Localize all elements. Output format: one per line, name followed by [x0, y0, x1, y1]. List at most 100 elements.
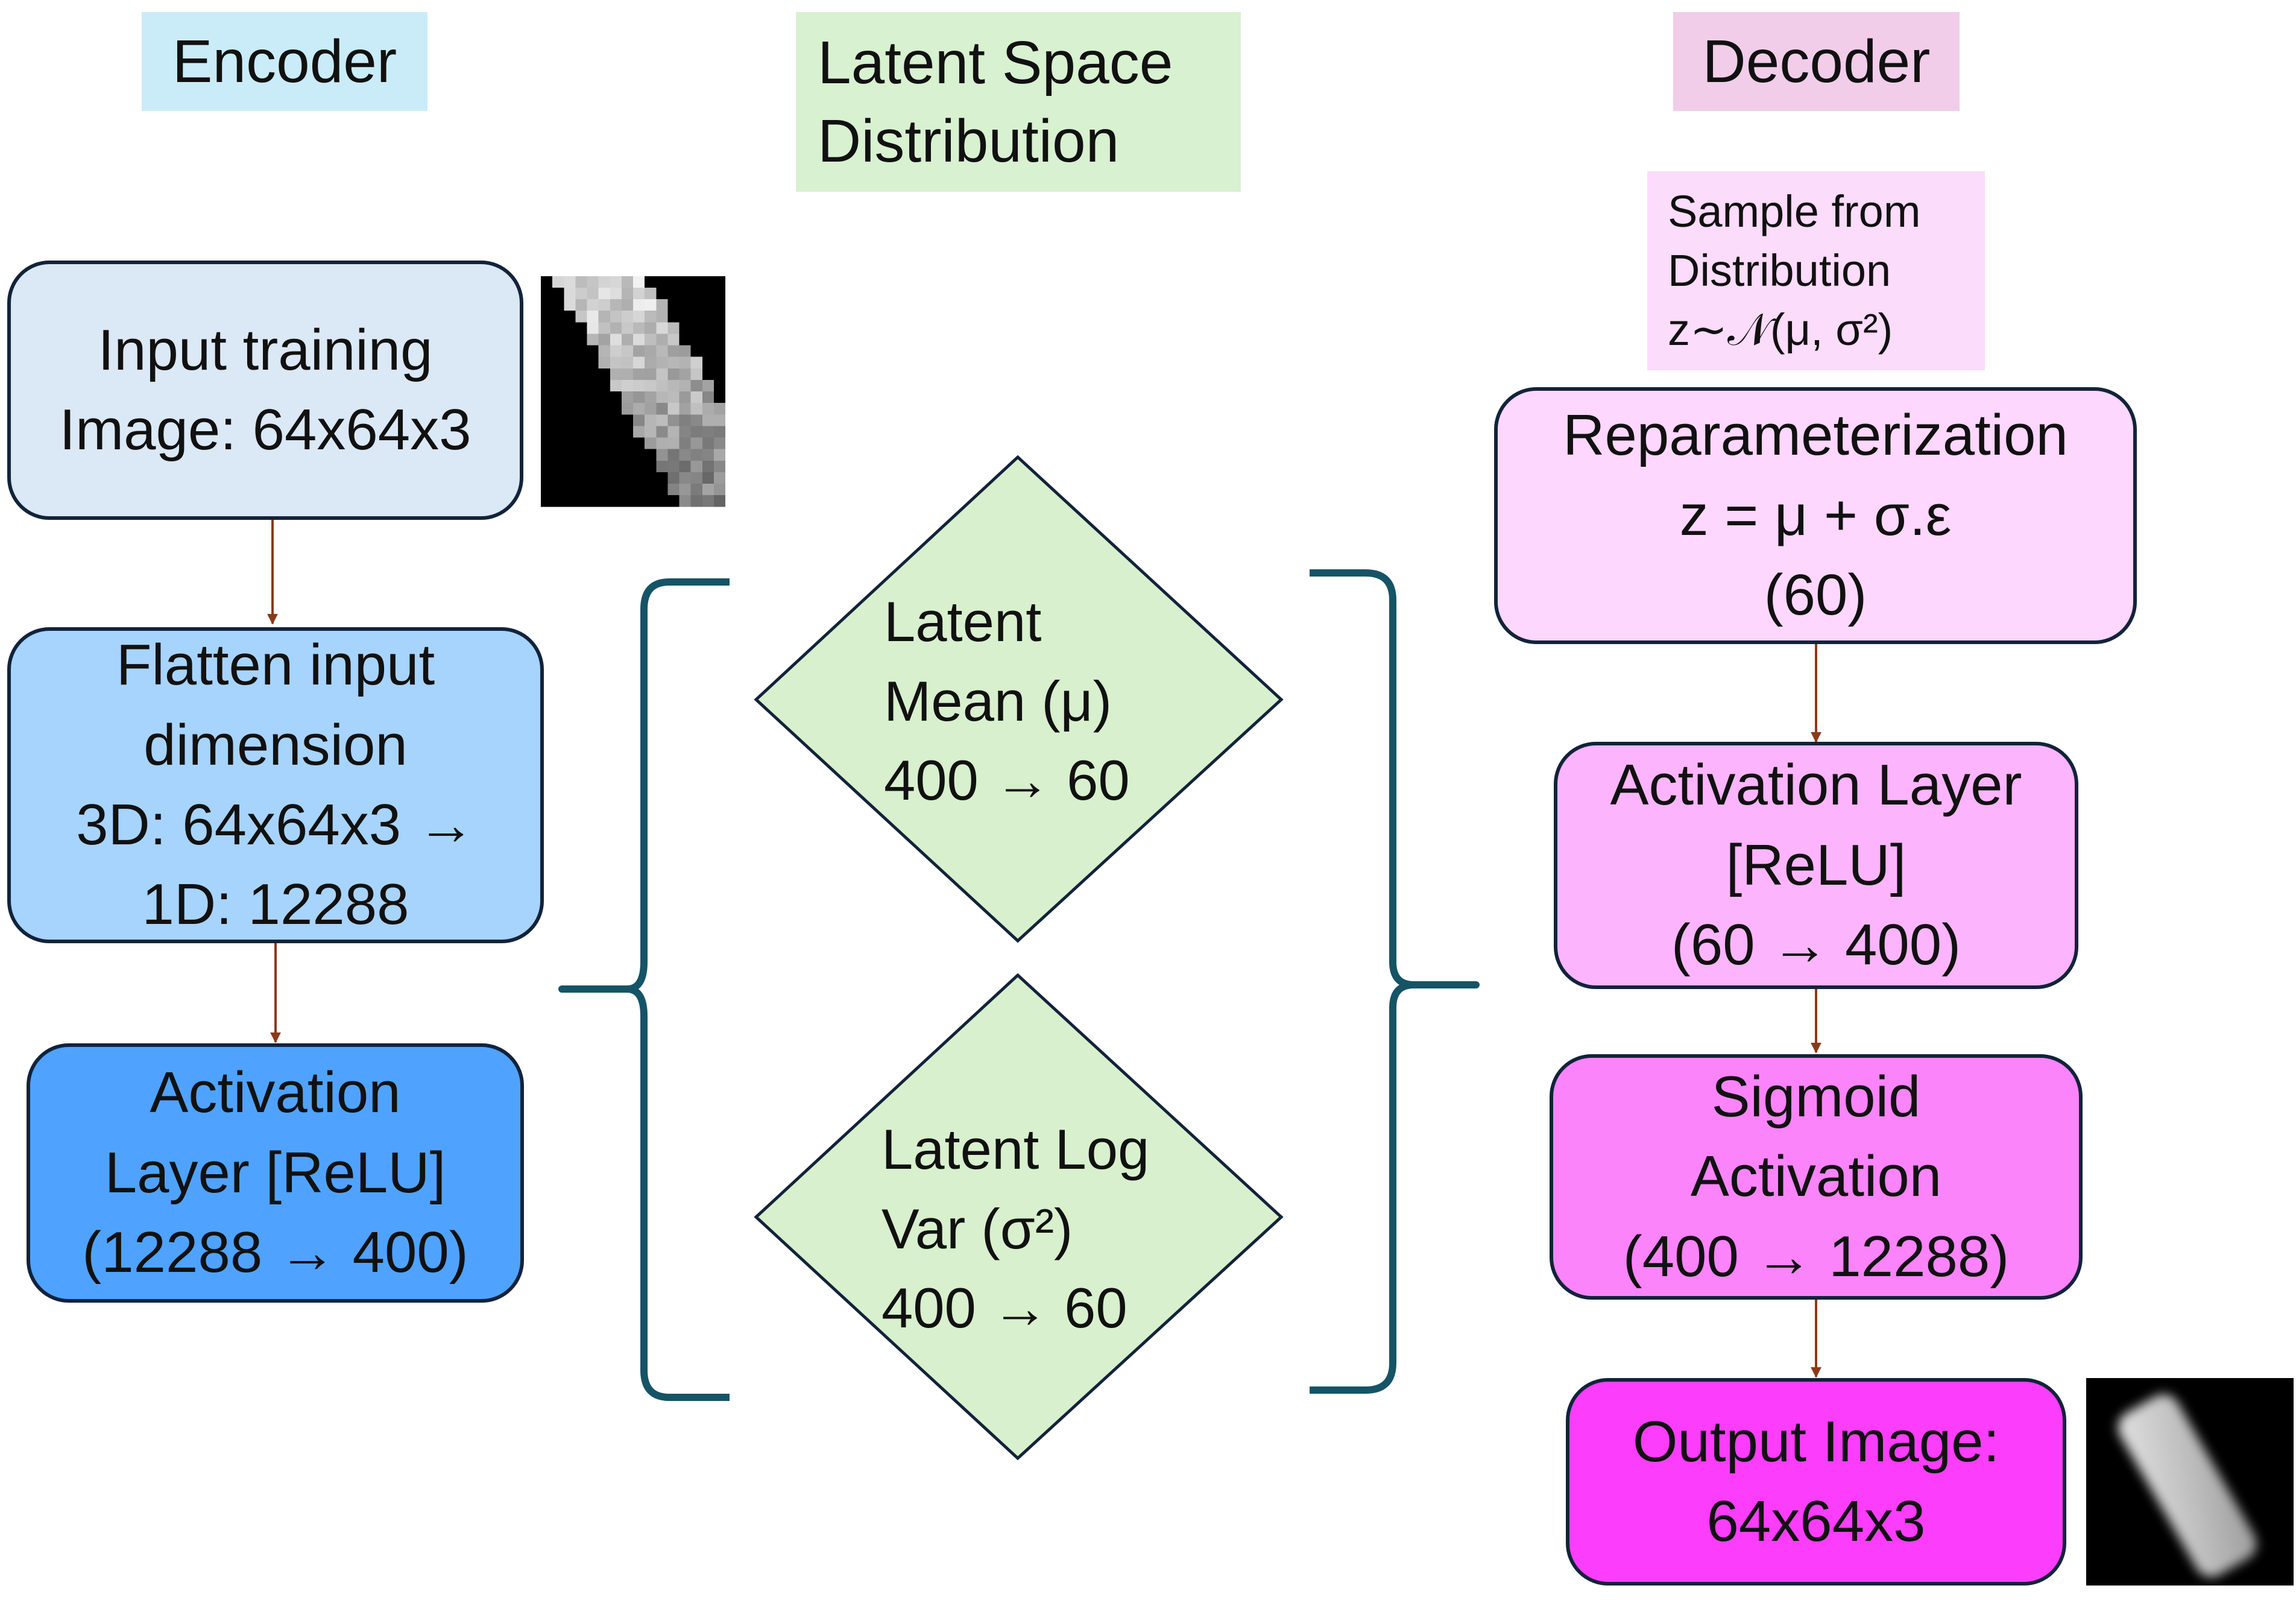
input-pixel [610, 311, 622, 323]
input-pixel [621, 379, 633, 391]
input-pixel [667, 345, 680, 357]
input-pixel [679, 449, 691, 461]
decoder-header-text: Decoder [1702, 28, 1931, 95]
input-pixel [656, 449, 668, 461]
input-pixel [610, 276, 622, 288]
input-pixel [610, 356, 622, 368]
latent-header-line-1: Latent Space [818, 29, 1173, 96]
input-pixel [667, 403, 680, 415]
input-pixel [690, 460, 702, 472]
input-pixel [645, 334, 657, 346]
input-pixel [702, 472, 714, 484]
input-pixel [564, 299, 576, 311]
input-pixel [679, 345, 691, 357]
input-pixel [713, 484, 725, 496]
latent-logvar-diamond [754, 973, 1284, 1461]
input-pixel [690, 403, 702, 415]
input-pixel [645, 403, 657, 415]
input-pixel [610, 368, 622, 380]
sample-line-1: Sample from [1668, 186, 1921, 237]
reparam-line-1: Reparameterization [1563, 403, 2068, 468]
input-pixel [621, 368, 633, 380]
logvar-line-1: Latent Log [882, 1118, 1150, 1181]
input-pixel [645, 414, 657, 426]
input-pixel [610, 287, 622, 299]
input-pixel [633, 311, 645, 323]
input-pixel [667, 484, 680, 496]
input-pixel [575, 287, 587, 299]
decoder-activation-box: Activation Layer [ReLU] (60 → 400) [1554, 742, 2078, 989]
input-pixel [621, 276, 633, 288]
input-pixel [633, 391, 645, 403]
input-pixel [690, 472, 702, 484]
input-pixel [598, 287, 610, 299]
input-pixel [667, 426, 680, 438]
logvar-line-3: 400 → 60 [882, 1276, 1128, 1340]
input-pixel [633, 426, 645, 438]
input-pixel [656, 368, 668, 380]
input-pixel [598, 322, 610, 334]
encoder-header: Encoder [142, 12, 427, 111]
input-pixel [645, 322, 657, 334]
latent-logvar-label: Latent Log Var (σ²) 400 → 60 [882, 1110, 1219, 1348]
input-pixel [621, 322, 633, 334]
input-pixel [552, 276, 564, 288]
input-pixel [702, 460, 714, 472]
input-pixel [645, 311, 657, 323]
input-pixel [633, 356, 645, 368]
latent-mean-diamond [754, 455, 1284, 943]
input-pixel [645, 345, 657, 357]
input-pixel [633, 345, 645, 357]
input-pixel [587, 334, 599, 346]
input-pixel [679, 460, 691, 472]
input-pixel [656, 437, 668, 449]
encoder-header-text: Encoder [172, 28, 397, 95]
enc-activation-line-1: Activation [150, 1060, 401, 1125]
sigmoid-line-3: (400 → 12288) [1623, 1224, 2010, 1289]
input-pixel [679, 368, 691, 380]
input-pixel [598, 334, 610, 346]
input-pixel [713, 449, 725, 461]
input-pixel [667, 449, 680, 461]
reparam-line-2: z = μ + σ.ε [1679, 482, 1952, 548]
input-pixel [656, 345, 668, 357]
input-pixel [587, 311, 599, 323]
input-pixel [645, 391, 657, 403]
flatten-box-line-1: Flatten input [116, 633, 435, 698]
output-image-box: Output Image: 64x64x3 [1566, 1378, 2066, 1586]
flatten-box: Flatten input dimension 3D: 64x64x3 → 1D… [7, 627, 544, 943]
right-curly-brace [1310, 569, 1480, 1394]
output-line-1: Output Image: [1632, 1409, 2000, 1474]
input-pixel [702, 414, 714, 426]
input-pixel [610, 334, 622, 346]
input-pixel [598, 356, 610, 368]
latent-header-line-2: Distribution [818, 107, 1120, 175]
decoder-header: Decoder [1673, 12, 1960, 111]
input-pixel [633, 322, 645, 334]
input-pixel [690, 449, 702, 461]
latent-mean-label: Latent Mean (μ) 400 → 60 [884, 582, 1197, 820]
sample-from-distribution-note: Sample from Distribution z∼𝒩(μ, σ²) [1647, 171, 1985, 370]
input-pixel [598, 276, 610, 288]
input-pixel [610, 345, 622, 357]
input-box-line-2: Image: 64x64x3 [59, 397, 472, 462]
input-pixel [679, 391, 691, 403]
input-pixel [702, 403, 714, 415]
input-pixel [645, 299, 657, 311]
input-pixel [587, 299, 599, 311]
input-pixel [713, 437, 725, 449]
input-pixel [713, 426, 725, 438]
input-pixel [713, 472, 725, 484]
reparam-line-3: (60) [1764, 563, 1867, 628]
input-pixel [690, 391, 702, 403]
input-pixel [679, 414, 691, 426]
input-pixel [621, 334, 633, 346]
input-pixel [564, 287, 576, 299]
input-pixel [702, 484, 714, 496]
input-pixel [610, 379, 622, 391]
input-pixel [633, 287, 645, 299]
input-pixel [679, 356, 691, 368]
input-pixel [679, 379, 691, 391]
input-pixel [656, 311, 668, 323]
dec-activation-line-1: Activation Layer [1610, 753, 2022, 818]
